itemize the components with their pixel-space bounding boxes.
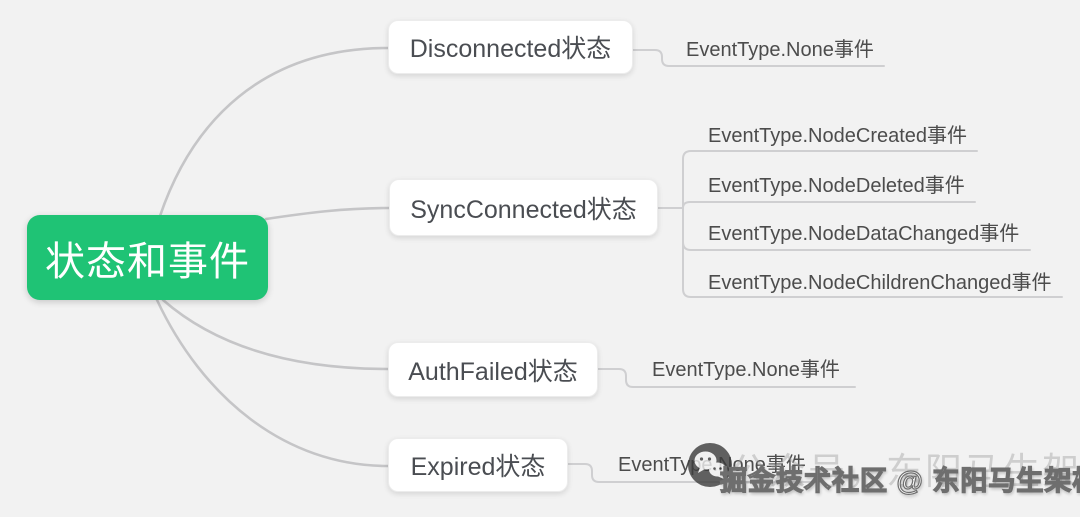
connector-root-syncconnected — [264, 206, 391, 221]
connector-syncconnected-leaf-2 — [682, 201, 976, 209]
node-expired[interactable]: Expired状态 — [388, 438, 568, 492]
connector-root-disconnected — [158, 46, 390, 218]
node-authfailed[interactable]: AuthFailed状态 — [388, 342, 598, 397]
node-authfailed-label: AuthFailed状态 — [408, 357, 578, 386]
connector-root-authfailed — [161, 298, 390, 371]
leaf-nodechildrenchanged[interactable]: EventType.NodeChildrenChanged事件 — [708, 272, 1052, 294]
node-disconnected-label: Disconnected状态 — [409, 35, 612, 63]
connector-authfailed-leaf — [597, 368, 856, 388]
leaf-authfailed-none[interactable]: EventType.None事件 — [652, 359, 840, 381]
connector-disconnected-leaf — [632, 49, 885, 67]
node-expired-label: Expired状态 — [410, 453, 546, 481]
leaf-nodedeleted[interactable]: EventType.NodeDeleted事件 — [708, 175, 965, 197]
connector-syncconnected-leaf-4 — [682, 207, 1063, 298]
leaf-nodedatachanged[interactable]: EventType.NodeDataChanged事件 — [708, 223, 1020, 245]
root-node-label: 状态和事件 — [45, 239, 250, 284]
node-syncconnected[interactable]: SyncConnected状态 — [389, 179, 658, 236]
leaf-disconnected-none[interactable]: EventType.None事件 — [686, 39, 874, 61]
node-syncconnected-label: SyncConnected状态 — [410, 195, 637, 224]
root-node[interactable]: 状态和事件 — [27, 215, 268, 300]
watermark-front-text: 掘金技术社区 @ 东阳马生架构 — [719, 465, 1080, 496]
watermark-back-text: 公众号，东阳马生架构 — [730, 451, 1080, 492]
connector-expired-leaf — [565, 463, 821, 483]
node-disconnected[interactable]: Disconnected状态 — [388, 20, 633, 74]
leaf-nodecreated[interactable]: EventType.NodeCreated事件 — [708, 125, 968, 147]
wechat-icon — [688, 443, 732, 487]
connector-root-expired — [155, 298, 390, 468]
connector-syncconnected-leaf-1 — [682, 150, 978, 209]
